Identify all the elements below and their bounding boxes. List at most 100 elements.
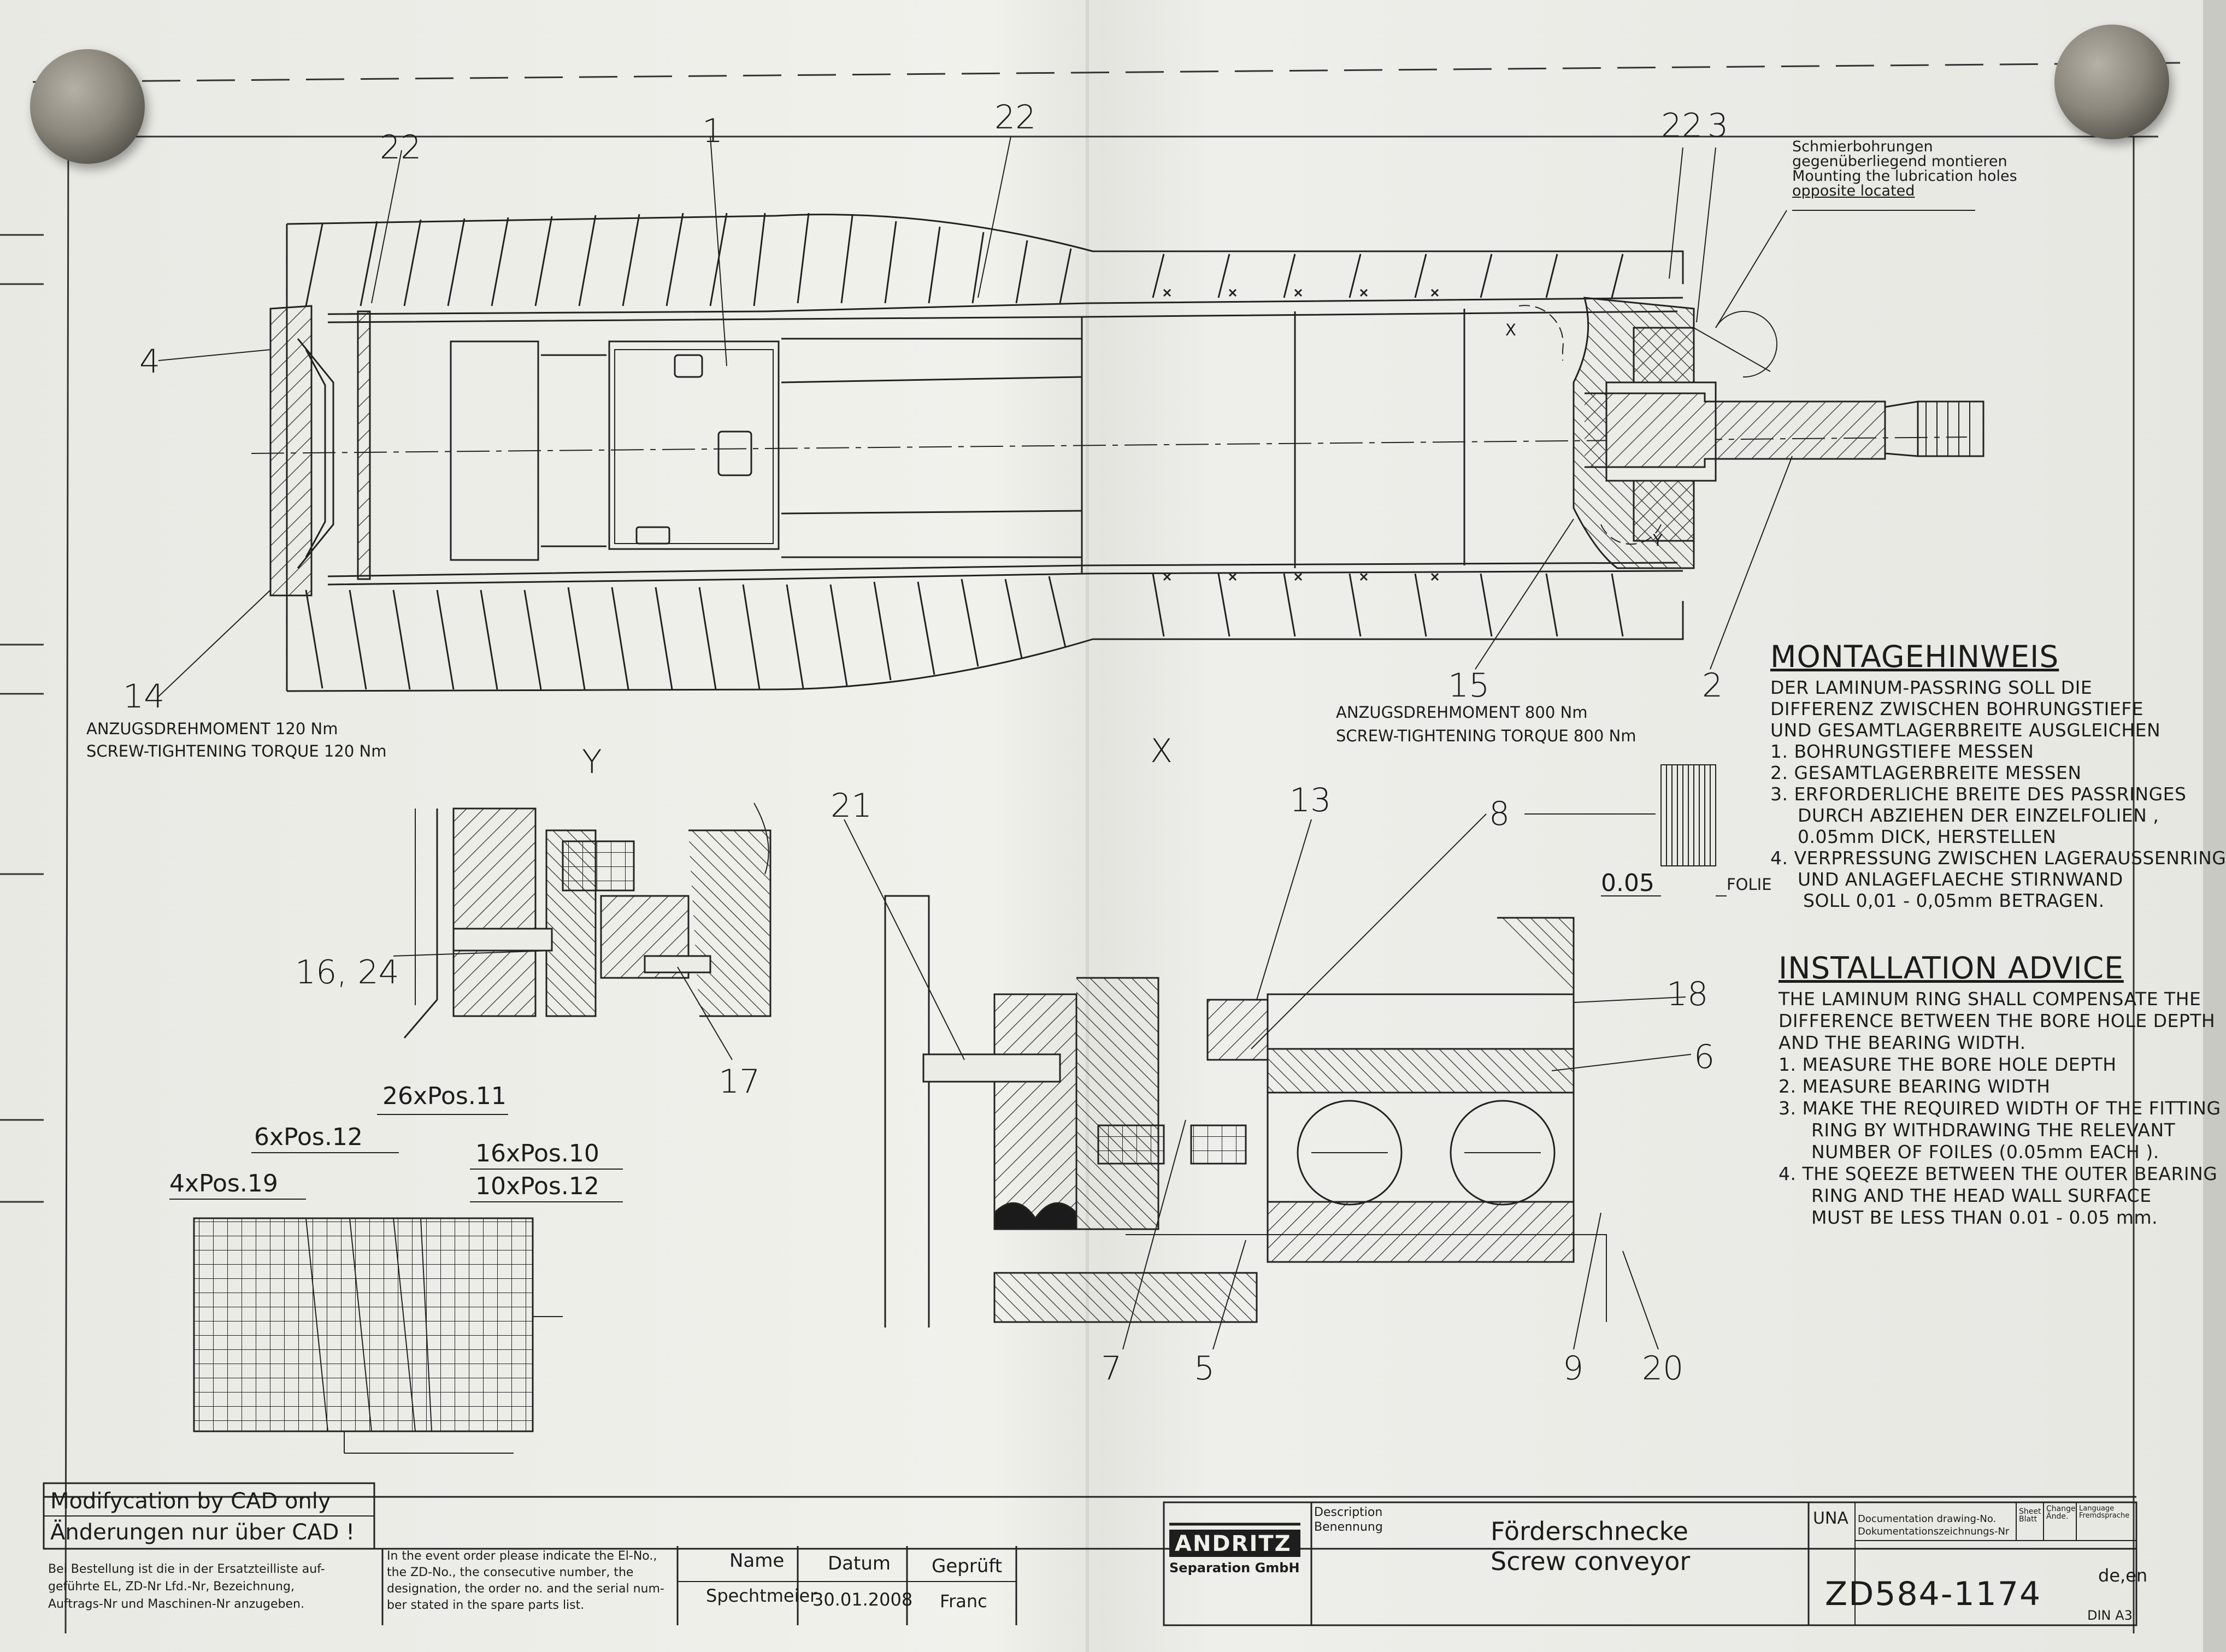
order-line: the ZD-No., the consecutive number, the (387, 1566, 634, 1579)
andritz-logo (1169, 1523, 1300, 1557)
ia-line: 3. MAKE THE REQUIRED WIDTH OF THE FITTIN… (1779, 1098, 2221, 1119)
order-line: designation, the order no. and the seria… (387, 1582, 664, 1596)
mh-line: 2. GESAMTLAGERBREITE MESSEN (1770, 762, 2082, 783)
order-line: ber stated in the spare parts list. (387, 1598, 585, 1612)
label-marker-y: Y (1653, 531, 1663, 550)
label-pos-8: 8 (1489, 795, 1510, 833)
docno-label-de: Dokumentationszeichnungs-Nr (1858, 1526, 2010, 1537)
ia-line: 2. MEASURE BEARING WIDTH (1779, 1076, 2051, 1097)
label-pos-22-mid: 22 (994, 98, 1037, 137)
label-pos-5: 5 (1194, 1349, 1215, 1388)
mh-line: 3. ERFORDERLICHE BREITE DES PASSRINGES (1770, 783, 2187, 805)
foil-stack-detail (1524, 764, 1727, 896)
order-line: Bei Bestellung ist die in der Ersatzteil… (48, 1562, 325, 1576)
screw-conveyor-section (158, 136, 1984, 697)
drawing-number: ZD584-1174 (1825, 1575, 2042, 1613)
mh-line: DIFFERENZ ZWISCHEN BOHRUNGSTIEFE (1770, 698, 2144, 719)
note-line: gegenüberliegend montieren (1792, 153, 2007, 170)
language-value: de,en (2098, 1565, 2148, 1586)
wear-label-pos19: 4xPos.19 (169, 1170, 278, 1197)
ia-line: 4. THE SQEEZE BETWEEN THE OUTER BEARING (1779, 1163, 2218, 1184)
installation-advice-heading: INSTALLATION ADVICE (1779, 951, 2124, 986)
mh-line: UND GESAMTLAGERBREITE AUSGLEICHEN (1770, 719, 2161, 741)
torque-line-en: SCREW-TIGHTENING TORQUE 800 Nm (1336, 727, 1636, 745)
change-label: Change Ände. (2046, 1504, 2076, 1521)
label-pos-13: 13 (1289, 781, 1332, 819)
label-detail-y: Y (582, 743, 602, 781)
mh-line: 1. BOHRUNGSTIEFE MESSEN (1770, 741, 2034, 762)
order-note-de: Bei Bestellung ist die in der Ersatzteil… (48, 1564, 325, 1610)
title-block-frame (43, 1482, 2137, 1626)
desc-label-de: Benennung (1314, 1520, 1383, 1534)
label-pos-14: 14 (123, 677, 165, 716)
mh-line: UND ANLAGEFLAECHE STIRNWAND (1798, 869, 2123, 890)
margin-marks (0, 234, 44, 1203)
una-code: UNA (1813, 1509, 1848, 1528)
label-pos-22-right: 22 (1661, 107, 1703, 145)
modification-note-de: Änderungen nur über CAD ! (50, 1520, 355, 1545)
name-label: Name (729, 1550, 785, 1572)
label-detail-x: X (1150, 732, 1173, 770)
label-marker-x: X (1505, 321, 1516, 339)
label-pos-2: 2 (1702, 666, 1723, 705)
magnet-top-right (2054, 25, 2169, 139)
mh-line: SOLL 0,01 - 0,05mm BETRAGEN. (1803, 890, 2105, 911)
order-line: geführte EL, ZD-Nr Lfd.-Nr, Bezeichnung, (48, 1580, 295, 1594)
wear-pattern-grid (169, 1114, 623, 1454)
mh-line: DER LAMINUM-PASSRING SOLL DIE (1770, 677, 2093, 698)
note-line: opposite located (1792, 182, 1915, 199)
lubrication-note: Schmierbohrungen gegenüberliegend montie… (1792, 139, 2017, 198)
wear-label-pos11: 26xPos.11 (382, 1082, 507, 1110)
label-pos-16-24: 16, 24 (295, 953, 399, 992)
montagehinweis-heading: MONTAGEHINWEIS (1770, 639, 2059, 674)
label-pos-7: 7 (1101, 1349, 1122, 1388)
ia-line: NUMBER OF FOILES (0.05mm EACH ). (1811, 1141, 2159, 1163)
torque-note-left: ANZUGSDREHMOMENT 120 Nm SCREW-TIGHTENING… (86, 721, 386, 759)
label-pos-1: 1 (702, 112, 723, 150)
note-line: Mounting the lubrication holes (1792, 168, 2017, 185)
montagehinweis-block: MONTAGEHINWEIS DER LAMINUM-PASSRING SOLL… (1770, 642, 2226, 910)
mh-line: 0.05mm DICK, HERSTELLEN (1798, 826, 2057, 847)
ia-line: MUST BE LESS THAN 0.01 - 0.05 mm. (1811, 1207, 2158, 1228)
modification-note-en: Modifycation by CAD only (50, 1489, 331, 1514)
ia-line: RING BY WITHDRAWING THE RELEVANT (1811, 1119, 2176, 1141)
torque-line-de: ANZUGSDREHMOMENT 120 Nm (86, 719, 338, 738)
date-value: 30.01.2008 (812, 1589, 913, 1610)
company-name: ANDRITZ (1175, 1531, 1292, 1556)
left-border (64, 136, 69, 1634)
description-en: Screw conveyor (1491, 1547, 1691, 1576)
checked-value: Franc (940, 1591, 987, 1612)
installation-advice-block: INSTALLATION ADVICE THE LAMINUM RING SHA… (1779, 951, 2221, 1228)
order-line: In the event order please indicate the E… (387, 1549, 657, 1563)
torque-line-en: SCREW-TIGHTENING TORQUE 120 Nm (86, 742, 387, 760)
label-pos-18: 18 (1666, 975, 1709, 1013)
ia-line: RING AND THE HEAD WALL SURFACE (1811, 1185, 2152, 1206)
date-label: Datum (828, 1553, 891, 1574)
company-subname: Separation GmbH (1169, 1560, 1300, 1576)
ia-line: AND THE BEARING WIDTH. (1779, 1032, 2026, 1053)
torque-note-right: ANZUGSDREHMOMENT 800 Nm SCREW-TIGHTENING… (1336, 705, 1636, 744)
mh-line: 4. VERPRESSUNG ZWISCHEN LAGERAUSSENRING (1770, 847, 2226, 869)
label-pos-21: 21 (831, 787, 873, 825)
mh-line: DURCH ABZIEHEN DER EINZELFOLIEN , (1798, 805, 2159, 826)
docno-label-en: Documentation drawing-No. (1858, 1513, 1997, 1525)
ia-line: 1. MEASURE THE BORE HOLE DEPTH (1779, 1054, 2117, 1075)
checked-label: Geprüft (932, 1555, 1003, 1577)
label-pos-17: 17 (719, 1063, 761, 1101)
ia-line: DIFFERENCE BETWEEN THE BORE HOLE DEPTH (1779, 1010, 2216, 1031)
sheet-format: DIN A3 (2087, 1608, 2133, 1623)
order-line: Auftrags-Nr und Maschinen-Nr anzugeben. (48, 1597, 304, 1611)
detail-x (844, 813, 1692, 1350)
name-value: Spechtmeier (706, 1585, 817, 1606)
order-note-en: In the event order please indicate the E… (387, 1550, 664, 1612)
torque-line-de: ANZUGSDREHMOMENT 800 Nm (1336, 703, 1588, 722)
wear-label-pos12b: 10xPos.12 (475, 1172, 599, 1200)
desc-label-en: Description (1314, 1506, 1383, 1519)
detail-y (393, 803, 772, 1060)
foil-label: FOLIE (1727, 875, 1772, 894)
sheet-label: Sheet Blatt (2019, 1507, 2041, 1524)
foil-dimension: 0.05 (1601, 869, 1654, 897)
note-line: Schmierbohrungen (1792, 138, 1933, 155)
